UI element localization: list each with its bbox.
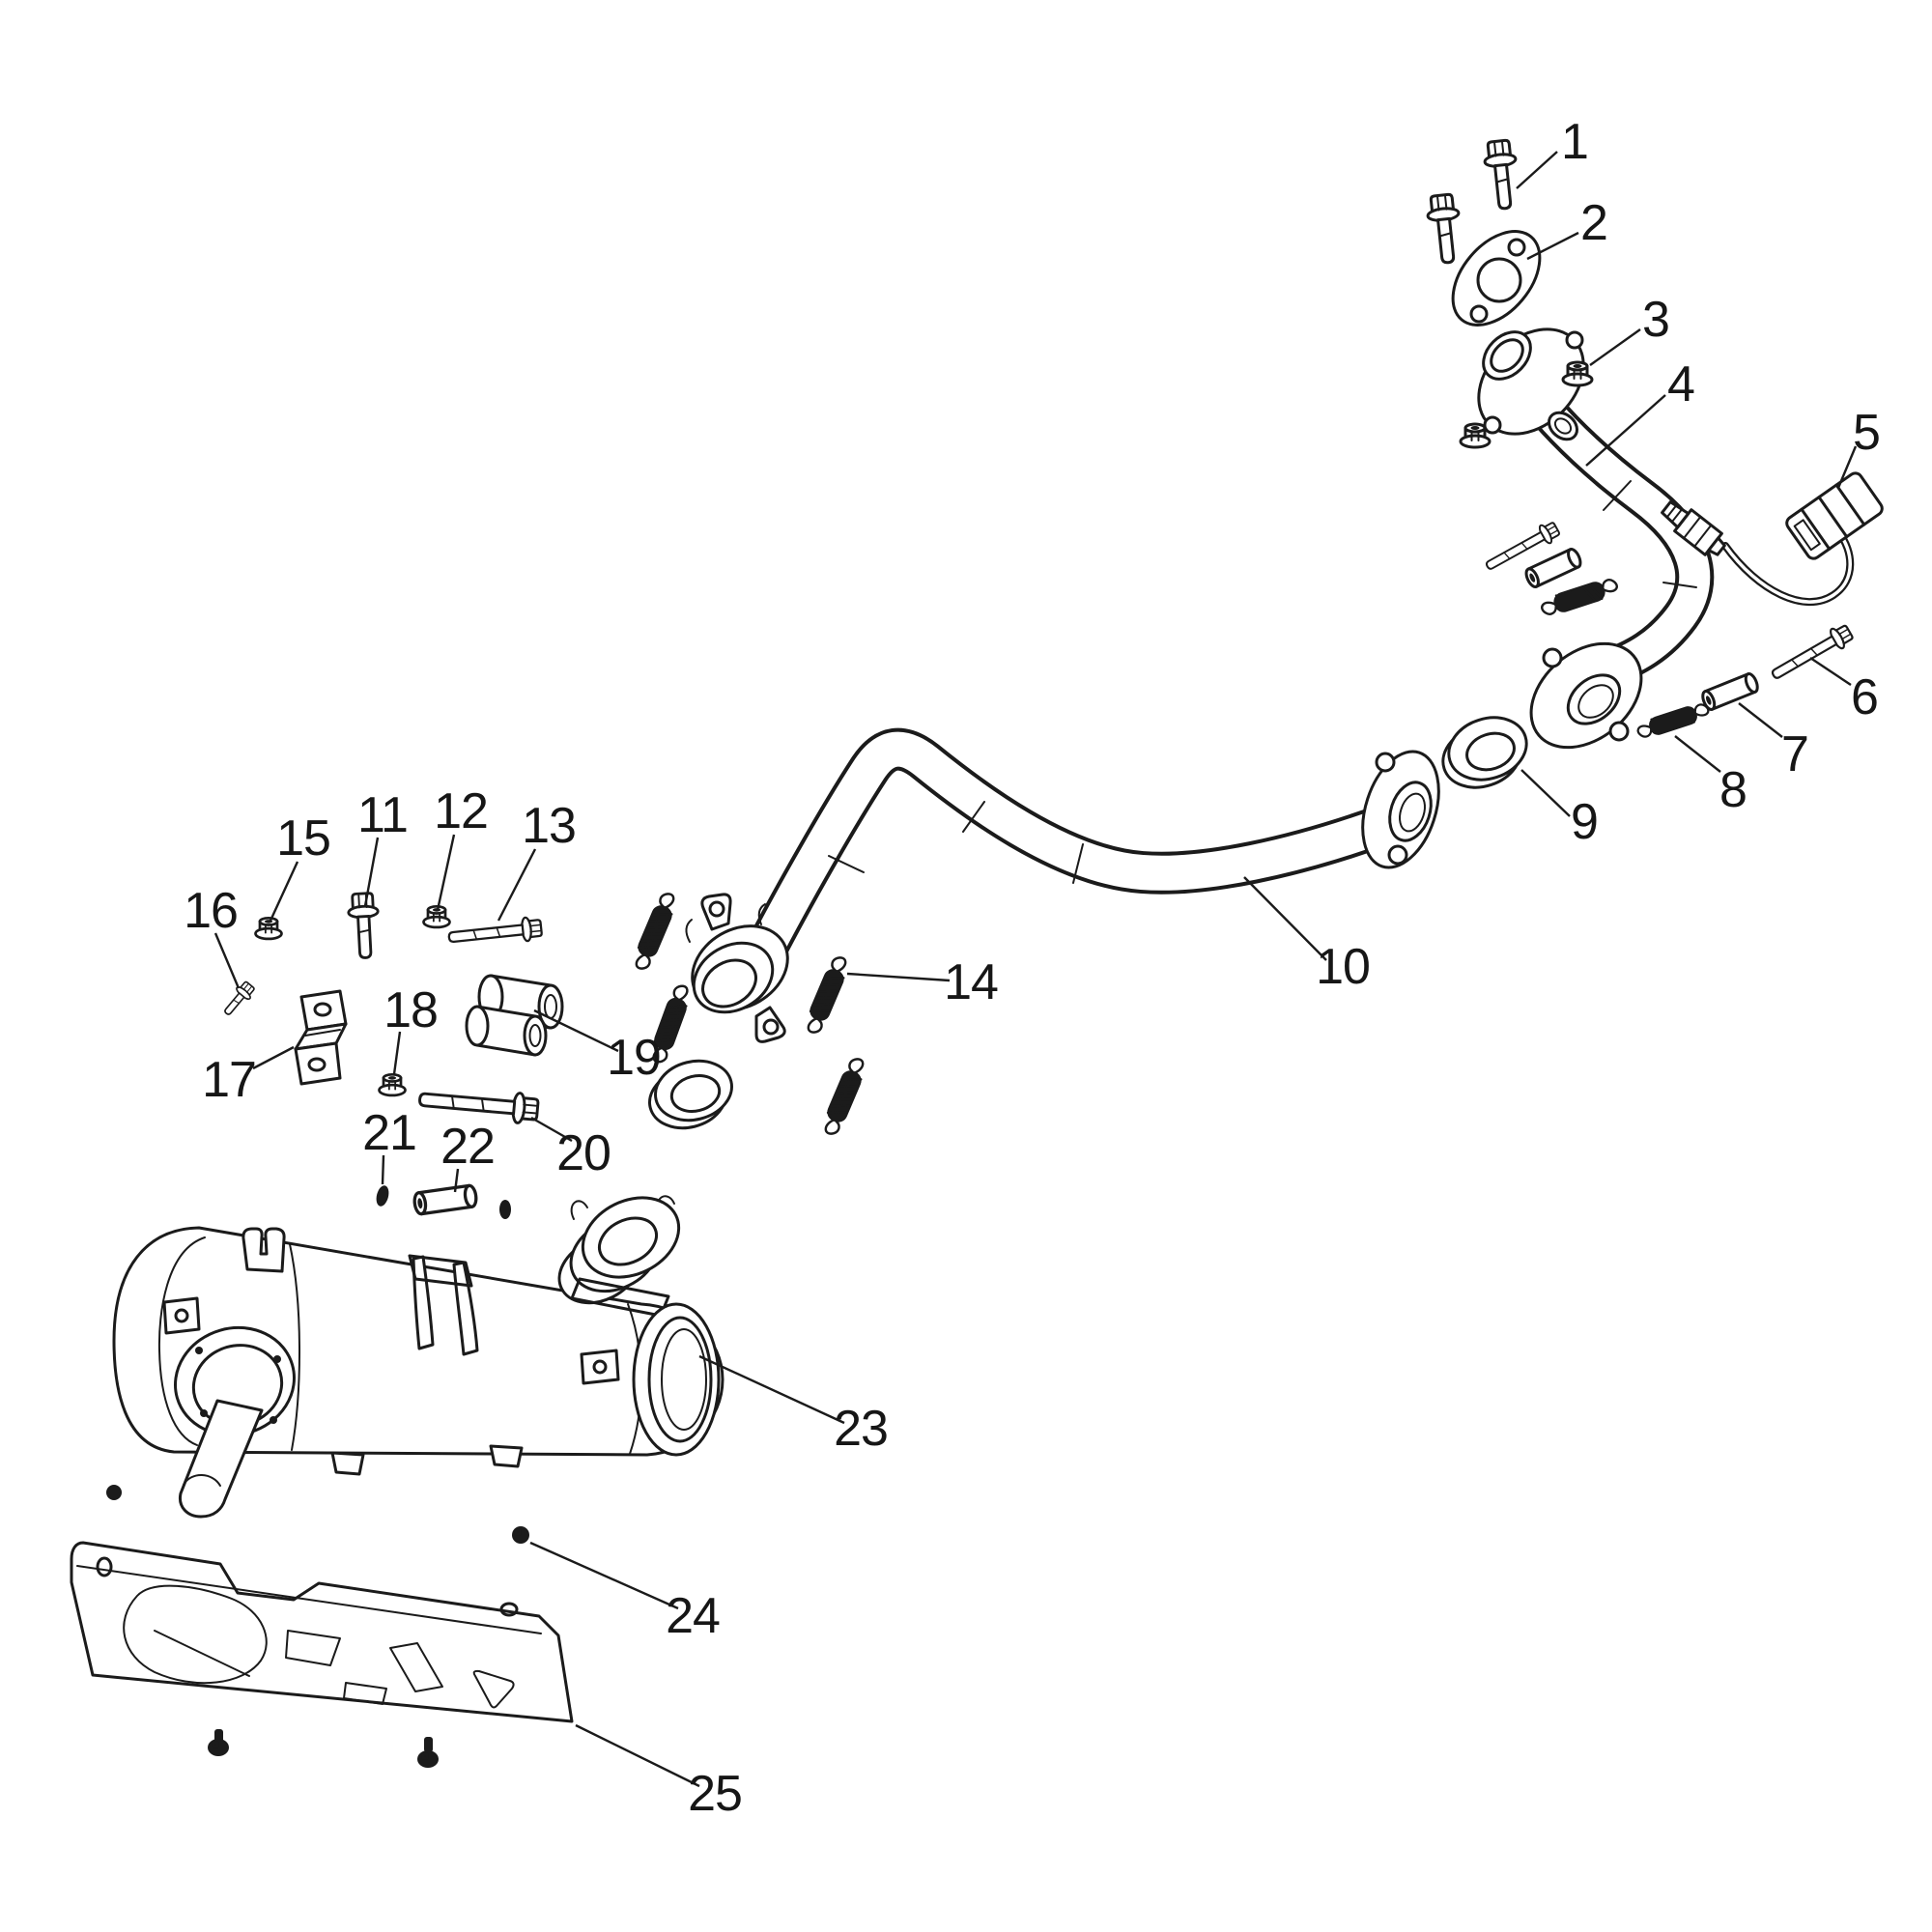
sealing-ring-b	[648, 1059, 733, 1130]
callout-8-label: 8	[1719, 762, 1747, 818]
callout-17-leader	[252, 1045, 295, 1070]
callout-16-label: 16	[184, 883, 238, 939]
callout-5-label: 5	[1853, 405, 1880, 461]
callout-4-leader	[1585, 394, 1666, 467]
muffler-23	[112, 1195, 724, 1519]
callout-12-leader	[436, 834, 456, 911]
damper-mount-19	[465, 974, 564, 1057]
sensor-connector	[1785, 471, 1884, 560]
callout-9-leader	[1520, 769, 1571, 817]
callout-13-leader	[497, 848, 537, 922]
o-ring-21b	[499, 1200, 511, 1219]
callout-21-label: 21	[362, 1105, 416, 1161]
hex-bolt-1b	[1424, 191, 1465, 266]
mid-pipe-flange-10	[1361, 750, 1440, 869]
o-ring-21	[376, 1185, 389, 1207]
callout-9-label: 9	[1571, 794, 1598, 850]
callout-1-leader	[1516, 151, 1558, 189]
callout-4-label: 4	[1667, 356, 1694, 412]
sealing-ring-9	[1441, 716, 1528, 789]
muffler-hanger-a	[242, 1227, 286, 1273]
flange-nut-3	[1561, 360, 1594, 387]
inlet-flange-4	[1477, 327, 1585, 441]
callout-10-label: 10	[1316, 939, 1370, 995]
sensor-body	[1661, 500, 1726, 556]
callout-21-leader	[381, 1154, 385, 1185]
outlet-flange-4	[1529, 641, 1643, 750]
callout-22-label: 22	[440, 1119, 495, 1175]
callout-25-leader	[575, 1723, 700, 1788]
callout-2-label: 2	[1580, 195, 1607, 251]
callout-18-label: 18	[384, 982, 438, 1038]
callout-7-label: 7	[1781, 726, 1808, 782]
callout-22-leader	[453, 1168, 460, 1193]
muffler-outlet	[174, 1325, 296, 1519]
callout-17-label: 17	[202, 1052, 256, 1108]
callout-12-label: 12	[434, 783, 488, 839]
callout-11-label: 11	[357, 787, 408, 843]
callout-10-leader	[1243, 876, 1327, 961]
flange-nut-18	[378, 1072, 407, 1097]
callout-20-leader	[530, 1116, 573, 1143]
joint-clamp	[685, 893, 789, 1043]
callout-7-leader	[1738, 702, 1783, 738]
callout-25-label: 25	[688, 1766, 742, 1822]
callout-14-leader	[846, 972, 951, 982]
callout-15-label: 15	[276, 810, 330, 867]
callout-5-leader	[1836, 445, 1858, 489]
callout-19-label: 19	[607, 1030, 661, 1086]
callout-14-label: 14	[944, 954, 998, 1010]
callout-6-leader	[1809, 657, 1852, 686]
hex-bolt-11	[346, 891, 383, 960]
callout-24-label: 24	[666, 1588, 720, 1644]
sleeve-7	[1698, 670, 1762, 713]
spring-8b	[1538, 574, 1621, 620]
bracket-17	[294, 989, 348, 1086]
callout-16-leader	[213, 932, 241, 989]
callout-18-leader	[392, 1031, 402, 1075]
heat-shield-25	[70, 1541, 574, 1723]
callout-23-label: 23	[834, 1401, 888, 1457]
flange-nut-15	[254, 916, 283, 941]
callout-15-leader	[269, 861, 299, 922]
callout-11-leader	[363, 837, 380, 907]
mid-pipe-10	[744, 727, 1397, 965]
callout-24-leader	[529, 1541, 679, 1610]
spring-8	[1634, 698, 1713, 743]
spring-14-c	[800, 952, 854, 1037]
callout-20-label: 20	[556, 1125, 611, 1181]
sleeve-7b	[1521, 546, 1585, 590]
callout-8-leader	[1674, 735, 1721, 773]
shield-screw-b	[417, 1737, 439, 1768]
flange-nut-3b	[1459, 422, 1492, 449]
hex-bolt-13	[446, 915, 544, 951]
pin-22	[412, 1183, 479, 1216]
muffler-inlet	[557, 1195, 681, 1318]
callout-2-leader	[1526, 231, 1579, 261]
exhaust-gasket-2	[1451, 230, 1542, 327]
callout-23-leader	[698, 1354, 845, 1425]
callout-13-label: 13	[522, 798, 576, 854]
shield-screw-a	[208, 1729, 229, 1756]
hex-bolt-6	[1767, 620, 1857, 687]
oxygen-sensor-5	[1661, 471, 1884, 607]
hex-bolt-1a	[1481, 137, 1522, 212]
screw-24b	[512, 1526, 529, 1544]
callout-6-label: 6	[1851, 669, 1878, 725]
spring-14-d	[817, 1054, 871, 1139]
callout-3-label: 3	[1642, 292, 1669, 348]
spring-14-a	[628, 889, 682, 974]
callout-19-leader	[533, 1009, 619, 1053]
screw-24a	[106, 1485, 122, 1500]
callout-3-leader	[1589, 328, 1641, 366]
callout-1-label: 1	[1561, 114, 1588, 170]
